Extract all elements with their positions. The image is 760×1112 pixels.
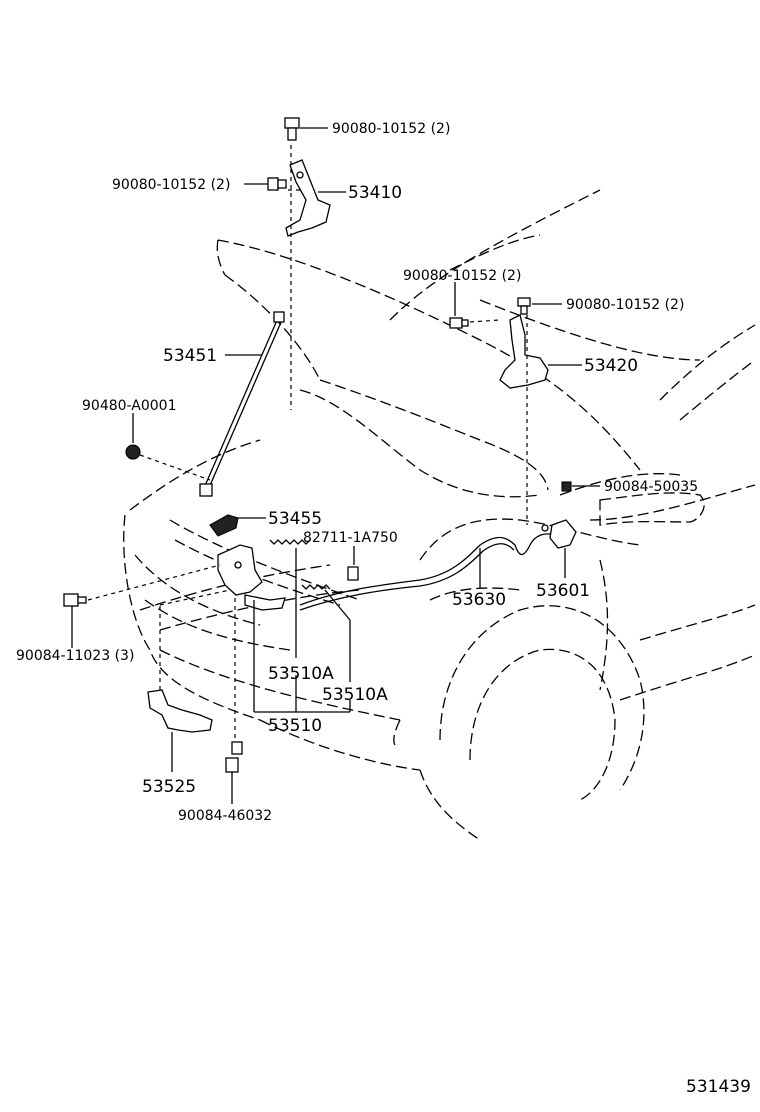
label-hinge-left: 53410	[348, 183, 402, 203]
label-screw-bottom: 90084-46032	[178, 808, 272, 824]
label-bolt-left: 90080-10152 (2)	[112, 177, 230, 193]
lock-support-icon	[147, 689, 213, 733]
label-lock-support: 53525	[142, 777, 196, 797]
bolt-right-a-icon	[449, 317, 469, 329]
screw-left-icon	[63, 593, 87, 607]
label-hinge-right: 53420	[584, 356, 638, 376]
hood-hinge-right-icon	[499, 314, 549, 389]
label-lock-sub-b: 53510A	[322, 685, 388, 705]
label-screw-left: 90084-11023 (3)	[16, 648, 134, 664]
label-clip-right: 90084-50035	[604, 479, 698, 495]
hood-support-rod-icon	[199, 311, 285, 497]
leader-lines	[71, 127, 600, 804]
label-lock-assy: 53510	[268, 716, 322, 736]
hood-lock-icon	[217, 544, 286, 611]
clip-right-icon	[561, 481, 572, 492]
label-lock-sub-a: 53510A	[268, 664, 334, 684]
label-bolt-right-b: 90080-10152 (2)	[566, 297, 684, 313]
car-body-outline	[123, 189, 756, 841]
label-bolt-top: 90080-10152 (2)	[332, 121, 450, 137]
label-release-lever: 53601	[536, 581, 590, 601]
label-support-rod: 53451	[163, 346, 217, 366]
clip-icon	[347, 566, 359, 581]
bolt-left-icon	[267, 177, 287, 191]
label-clip: 82711-1A750	[303, 530, 398, 546]
label-bolt-right-a: 90080-10152 (2)	[403, 268, 521, 284]
spring-upper-icon	[269, 539, 311, 545]
diagram-id: 531439	[686, 1077, 751, 1097]
bolt-top-icon	[284, 117, 300, 141]
label-support-holder: 53455	[268, 509, 322, 529]
bolt-right-b-icon	[517, 297, 531, 315]
support-holder-icon	[209, 514, 239, 537]
spring-lower-icon	[301, 584, 331, 590]
hood-release-cable	[299, 533, 556, 611]
grommet-icon	[125, 444, 141, 460]
label-cable: 53630	[452, 590, 506, 610]
screw-bottom-icon	[225, 741, 243, 773]
release-lever-icon	[541, 519, 577, 549]
label-grommet: 90480-A0001	[82, 398, 177, 414]
assembly-lines	[87, 145, 528, 742]
hood-hinge-left-icon	[285, 159, 331, 237]
